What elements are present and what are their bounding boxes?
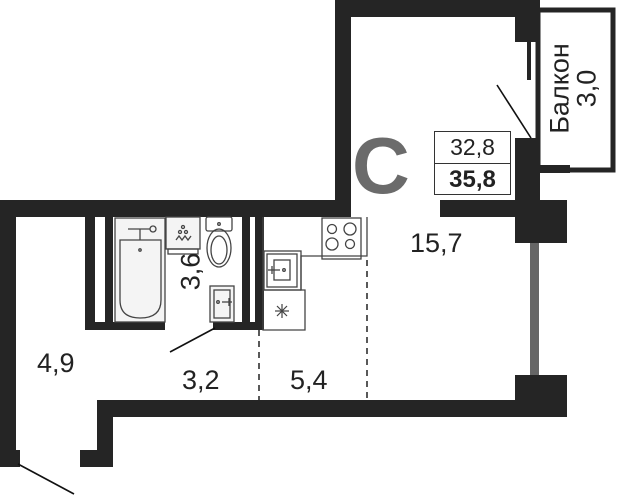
kitchen-sink-icon — [263, 250, 302, 291]
living-area-value: 32,8 — [435, 132, 510, 164]
toilet-icon — [205, 216, 233, 268]
balcony-outline — [535, 7, 616, 173]
hallway-area-label: 4,9 — [37, 348, 75, 378]
walls — [0, 0, 567, 467]
room-area-label: 15,7 — [410, 228, 463, 258]
total-area-value: 35,8 — [449, 165, 496, 193]
kitchen-counter — [262, 217, 368, 331]
washing-machine-icon — [165, 216, 201, 255]
fridge-icon — [275, 304, 289, 318]
bathroom-sink-icon — [209, 285, 235, 323]
balcony-label: Балкон — [544, 43, 575, 134]
stove-icon — [321, 217, 362, 260]
bathtub-icon — [114, 217, 166, 323]
entrance-door-swing — [17, 463, 75, 495]
balcony-area-label: 3,0 — [571, 69, 602, 108]
kitchen-area-label: 5,4 — [290, 365, 328, 395]
bathroom-door-swing — [169, 327, 216, 353]
area-summary-box: 32,8 35,8 — [434, 131, 511, 195]
window — [530, 243, 539, 375]
apartment-type-label: C — [352, 121, 410, 210]
balcony-door-leaf — [527, 42, 531, 80]
balcony-door-swing — [496, 84, 532, 139]
corridor-area-label: 3,2 — [182, 365, 220, 395]
bathroom-area-label: 3,6 — [175, 252, 206, 291]
